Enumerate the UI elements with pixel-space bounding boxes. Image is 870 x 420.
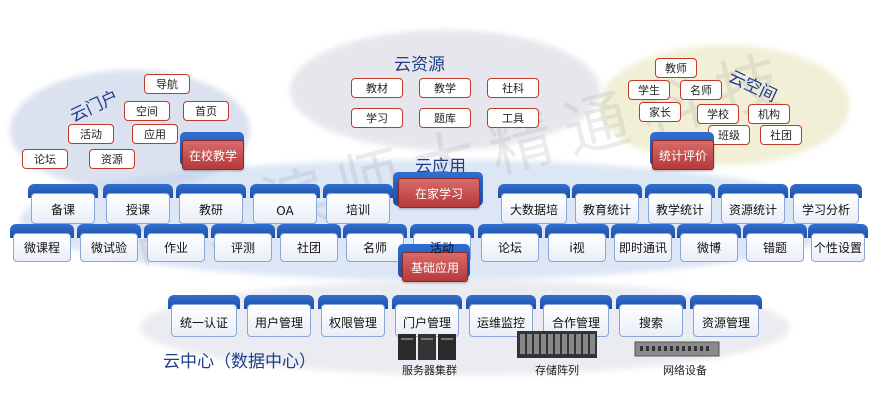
service-user-mgmt[interactable]: 用户管理: [244, 295, 314, 337]
resource-item-study[interactable]: 学习: [351, 108, 403, 128]
portal-item-apps[interactable]: 应用: [132, 124, 178, 144]
app-wrong-questions[interactable]: 错题: [743, 224, 807, 262]
school-teaching-header[interactable]: 在校教学: [182, 140, 244, 170]
resource-item-question-bank[interactable]: 题库: [419, 108, 471, 128]
portal-item-space[interactable]: 空间: [124, 101, 170, 121]
space-item-parent[interactable]: 家长: [639, 102, 681, 122]
stat-eval-header[interactable]: 统计评价: [652, 140, 714, 170]
portal-item-resources[interactable]: 资源: [89, 149, 135, 169]
space-item-club[interactable]: 社团: [760, 125, 802, 145]
resource-item-teaching[interactable]: 教学: [419, 78, 471, 98]
server-cluster-label: 服务器集群: [402, 364, 457, 377]
app-lesson-prep[interactable]: 备课: [28, 184, 98, 224]
portal-item-home[interactable]: 首页: [183, 101, 229, 121]
app-oa[interactable]: OA: [250, 184, 320, 224]
app-resource-stats[interactable]: 资源统计: [718, 184, 788, 224]
network-device-label: 网络设备: [663, 364, 707, 377]
app-lecture[interactable]: 授课: [103, 184, 173, 224]
space-item-teacher[interactable]: 教师: [655, 58, 697, 78]
space-item-famous-teacher[interactable]: 名师: [680, 80, 722, 100]
app-forum[interactable]: 论坛: [478, 224, 542, 262]
resource-item-tools[interactable]: 工具: [487, 108, 539, 128]
app-teaching-stats[interactable]: 教学统计: [645, 184, 715, 224]
app-research[interactable]: 教研: [176, 184, 246, 224]
app-learning-analysis[interactable]: 学习分析: [790, 184, 862, 224]
service-unified-auth[interactable]: 统一认证: [168, 295, 240, 337]
portal-item-nav[interactable]: 导航: [144, 74, 190, 94]
app-famous-teacher[interactable]: 名师: [343, 224, 407, 262]
service-permission-mgmt[interactable]: 权限管理: [318, 295, 388, 337]
app-assessment[interactable]: 评测: [211, 224, 275, 262]
network-device-icon: [634, 341, 720, 357]
space-item-student[interactable]: 学生: [628, 80, 670, 100]
app-big-data[interactable]: 大数据培: [498, 184, 570, 224]
server-cluster-icon: [398, 334, 456, 360]
app-homework[interactable]: 作业: [144, 224, 208, 262]
portal-item-activity[interactable]: 活动: [68, 124, 114, 144]
app-instant-messaging[interactable]: 即时通讯: [611, 224, 675, 262]
app-training[interactable]: 培训: [323, 184, 393, 224]
home-learning-header[interactable]: 在家学习: [398, 178, 480, 208]
space-item-org[interactable]: 机构: [748, 104, 790, 124]
service-search[interactable]: 搜索: [616, 295, 686, 337]
space-item-class[interactable]: 班级: [708, 125, 750, 145]
app-edu-stats[interactable]: 教育统计: [572, 184, 642, 224]
app-i-video[interactable]: i视: [545, 224, 609, 262]
service-portal-mgmt[interactable]: 门户管理: [392, 295, 462, 337]
app-personal-settings[interactable]: 个性设置: [808, 224, 868, 262]
app-micro-experiment[interactable]: 微试验: [77, 224, 141, 262]
app-micro-course[interactable]: 微课程: [10, 224, 74, 262]
portal-item-forum[interactable]: 论坛: [22, 149, 68, 169]
resources-title: 云资源: [394, 55, 445, 75]
resource-item-textbook[interactable]: 教材: [351, 78, 403, 98]
service-resource-mgmt[interactable]: 资源管理: [690, 295, 762, 337]
storage-array-icon: [517, 331, 597, 358]
space-item-school[interactable]: 学校: [697, 104, 739, 124]
base-apps-header[interactable]: 基础应用: [402, 252, 468, 282]
center-title: 云中心（数据中心）: [163, 352, 316, 372]
resource-item-social[interactable]: 社科: [487, 78, 539, 98]
app-club[interactable]: 社团: [277, 224, 341, 262]
app-microblog[interactable]: 微博: [677, 224, 741, 262]
storage-array-label: 存储阵列: [535, 364, 579, 377]
